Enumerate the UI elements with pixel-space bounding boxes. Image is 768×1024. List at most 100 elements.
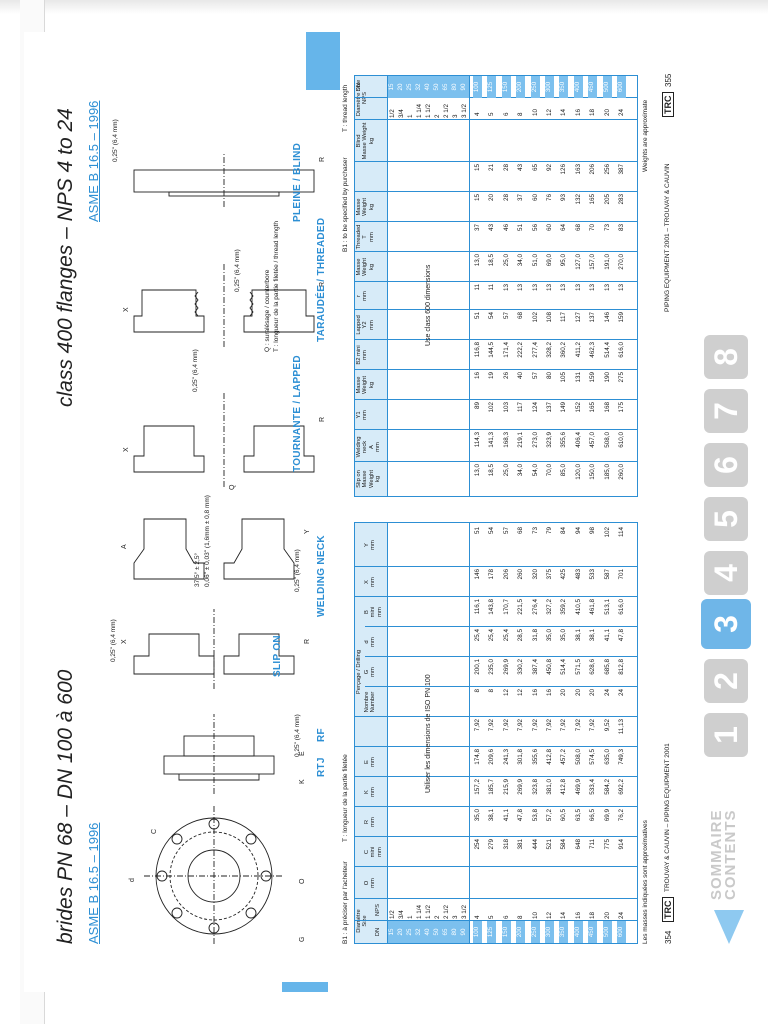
- left-value-cell: 648: [574, 839, 582, 850]
- left-value-cell: 200,1: [474, 659, 481, 675]
- right-value-cell: 43: [517, 164, 525, 172]
- right-value-cell: 270,0: [618, 254, 625, 270]
- left-dn-cell: 350: [559, 921, 569, 943]
- svg-text:G: G: [299, 937, 306, 942]
- chapter-tab-7[interactable]: 7: [704, 389, 748, 433]
- right-dn-cell: 450: [588, 76, 598, 98]
- chapter-tab-2[interactable]: 2: [704, 659, 748, 703]
- left-value-cell: 38,1: [574, 629, 582, 642]
- left-dn-cell: 400: [573, 921, 583, 943]
- left-dn-small: 20: [397, 921, 406, 943]
- left-value-cell: 206: [502, 569, 510, 580]
- right-value-cell: 159: [589, 372, 597, 383]
- left-value-cell: 38,1: [488, 809, 496, 822]
- right-value-cell: 80: [546, 372, 553, 380]
- left-value-cell: 616,0: [618, 599, 625, 615]
- left-value-cell: 215,9: [502, 779, 510, 795]
- left-value-cell: 269,9: [517, 779, 525, 795]
- left-value-cell: 7,92: [474, 719, 481, 732]
- blind-label: PLEINE / BLIND: [292, 142, 303, 222]
- left-value-cell: 20: [589, 689, 597, 697]
- left-value-cell: 60,5: [560, 809, 568, 822]
- left-header-line: mm: [370, 637, 377, 647]
- left-value-cell: 47,8: [517, 809, 525, 822]
- right-value-cell: 19: [488, 372, 496, 380]
- right-value-cell: 89: [474, 402, 481, 410]
- left-footer-text: TROUVAY & CAUVIN – PIPING EQUIPMENT 2001: [664, 743, 671, 892]
- right-value-cell: 256: [603, 164, 611, 175]
- left-value-cell: 533: [589, 569, 597, 580]
- right-header-line: Masse Weight: [362, 470, 375, 488]
- right-value-cell: 191,0: [603, 254, 611, 270]
- right-value-cell: 205: [603, 194, 611, 205]
- left-value-cell: 47,8: [618, 629, 625, 642]
- right-dn-small: 80: [451, 76, 460, 98]
- right-value-cell: 60: [531, 194, 539, 202]
- left-value-cell: 323,8: [531, 779, 539, 795]
- back-arrow-icon[interactable]: [714, 906, 744, 944]
- right-page-number: 355: [664, 73, 673, 87]
- right-value-cell: 406,4: [574, 432, 582, 448]
- right-value-cell: 37: [517, 194, 525, 202]
- right-value-cell: 165: [589, 194, 597, 205]
- right-nps-small: 1: [407, 114, 414, 118]
- left-value-cell: 381: [517, 839, 525, 850]
- right-dn-cell: 400: [573, 76, 583, 98]
- chapter-tab-4[interactable]: 4: [704, 551, 748, 595]
- left-dn-cell: 100: [473, 921, 482, 943]
- right-value-cell: 616,0: [618, 342, 625, 358]
- chapter-tab-6[interactable]: 6: [704, 443, 748, 487]
- left-note-b1: B1 : à préciser par l'acheteur: [342, 861, 349, 944]
- right-value-cell: 25,0: [502, 464, 510, 477]
- right-value-cell: 11: [488, 284, 496, 291]
- right-value-cell: 68: [517, 312, 525, 320]
- left-value-cell: 66,5: [589, 809, 597, 822]
- left-dn-cell: 500: [602, 921, 612, 943]
- right-value-cell: 70: [589, 224, 597, 232]
- chapter-tab-5[interactable]: 5: [704, 497, 748, 541]
- left-value-cell: 7,92: [574, 719, 582, 732]
- left-value-cell: 170,7: [502, 599, 510, 615]
- right-value-cell: 163: [574, 164, 582, 175]
- right-value-cell: 40: [517, 372, 525, 380]
- right-header-line: DN: [356, 82, 362, 92]
- left-value-cell: 425: [560, 569, 568, 580]
- rf-face-dim: 0,25" (6,4 mm): [294, 714, 301, 757]
- left-note-t: T : longueur de la partie filetée: [342, 754, 349, 842]
- right-value-cell: 168,3: [502, 432, 510, 448]
- left-value-cell: 68: [517, 527, 525, 535]
- right-nps-cell: 20: [603, 108, 611, 116]
- right-value-cell: 273,0: [531, 432, 539, 448]
- right-header-line: mm: [368, 320, 375, 330]
- right-value-cell: 514,4: [603, 342, 611, 358]
- right-value-cell: 159: [618, 312, 625, 323]
- right-header-line: kg: [368, 137, 375, 145]
- right-value-cell: 323,9: [546, 432, 553, 448]
- right-header-line: Welding neck: [356, 436, 369, 458]
- left-nps-cell: 12: [546, 911, 553, 919]
- chapter-tab-1[interactable]: 1: [704, 713, 748, 757]
- left-value-cell: 7,92: [589, 719, 597, 732]
- chapter-tab-8[interactable]: 8: [704, 335, 748, 379]
- right-header-line: kg: [368, 381, 375, 389]
- left-dn-cell: 200: [516, 921, 526, 943]
- left-value-cell: 25,4: [488, 629, 496, 642]
- right-value-cell: 13: [560, 284, 568, 292]
- left-value-cell: 412,8: [546, 749, 553, 765]
- right-dn-cell: 125: [487, 76, 497, 98]
- sommaire-link[interactable]: SOMMAIRE CONTENTS: [708, 810, 739, 901]
- right-value-cell: 508,0: [603, 432, 611, 448]
- right-value-cell: 65: [531, 164, 539, 172]
- left-value-cell: 7,92: [560, 719, 568, 732]
- chapter-tab-3[interactable]: 3: [701, 599, 751, 649]
- blind-face-dim: 0,25" (6,4 mm): [112, 119, 119, 162]
